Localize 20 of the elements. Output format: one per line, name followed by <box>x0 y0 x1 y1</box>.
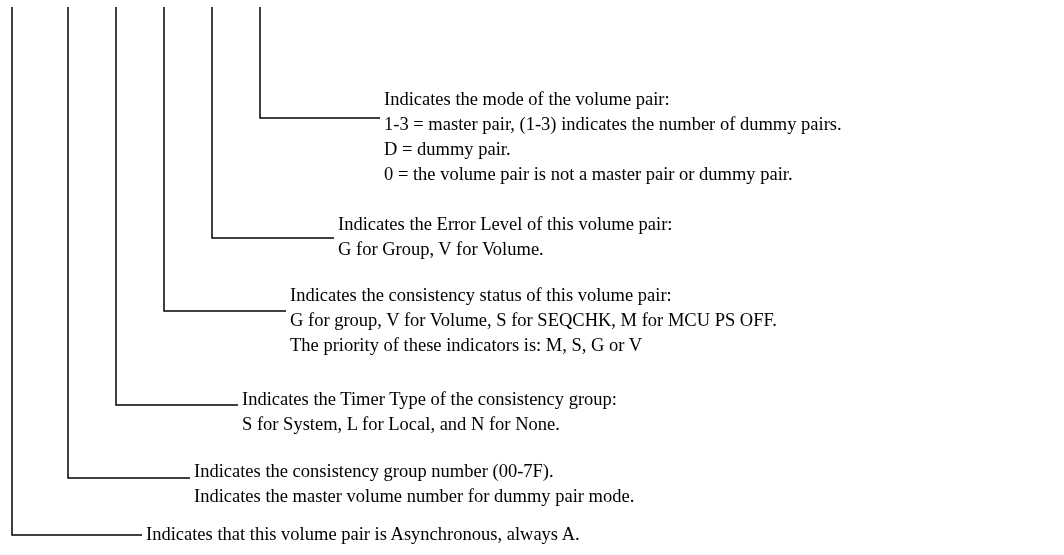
callout-text: Indicates the master volume number for dummy pair mode. <box>194 485 635 508</box>
callout-text: The priority of these indicators is: M, S, G or V <box>290 334 644 357</box>
callout-heading: Indicates the mode of the volume pair: <box>384 88 671 111</box>
callout-heading: Indicates the consistency group number (00-7F). <box>194 460 555 483</box>
callout-text: G for group, V for Volume, S for SEQCHK, M for MCU PS OFF. <box>290 309 777 332</box>
callout-text: D = dummy pair. <box>384 138 512 161</box>
callout-text: 1-3 = master pair, (1-3) indicates the number of dummy pairs. <box>384 113 842 136</box>
callout-text: G for Group, V for Volume. <box>338 238 545 261</box>
leader-line <box>163 6 287 312</box>
callout-heading: Indicates the Error Level of this volume pair: <box>338 213 673 236</box>
callout-text: S for System, L for Local, and N for None. <box>242 413 561 436</box>
callout-heading: Indicates the consistency status of this volume pair: <box>290 284 673 307</box>
leader-line <box>11 6 143 536</box>
leader-line <box>211 6 335 239</box>
leader-line <box>115 6 239 406</box>
callout-heading: Indicates the Timer Type of the consistency group: <box>242 388 617 411</box>
callout-heading: Indicates that this volume pair is Asynchronous, always A. <box>146 523 580 546</box>
callout-text: 0 = the volume pair is not a master pair or dummy pair. <box>384 163 794 186</box>
leader-line <box>259 6 381 119</box>
leader-line <box>67 6 191 479</box>
